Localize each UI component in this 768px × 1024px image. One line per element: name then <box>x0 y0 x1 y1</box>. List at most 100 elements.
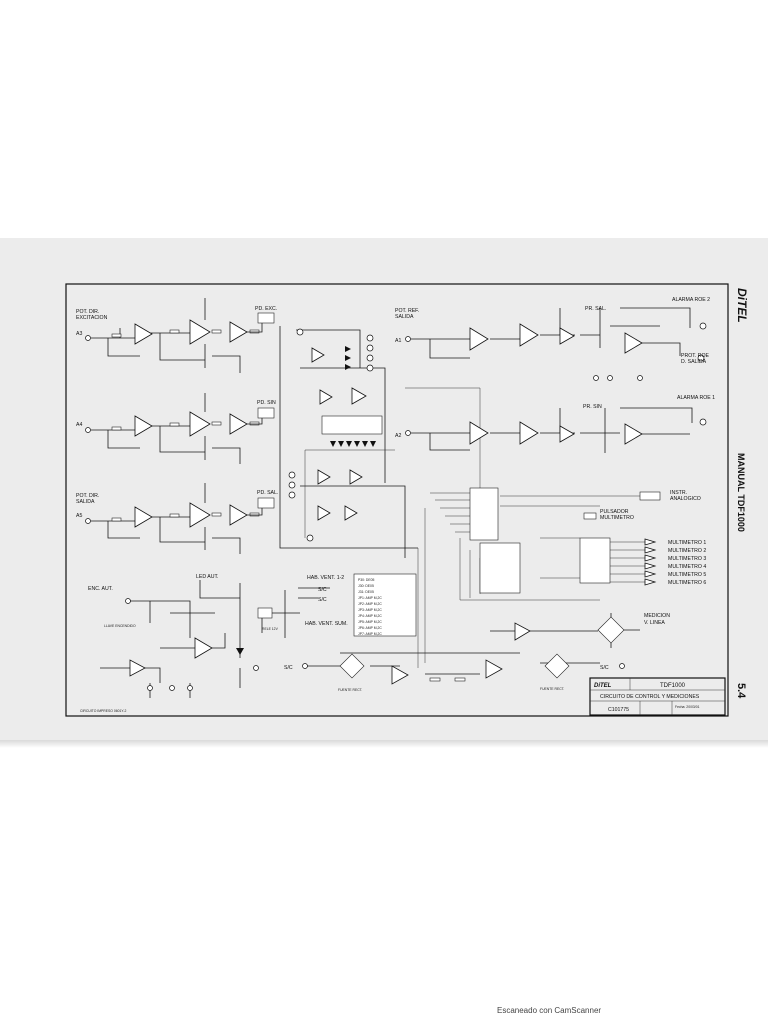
title-block-title: CIRCUITO DE CONTROL Y MEDICIONES <box>600 694 700 700</box>
input-a5-label: A5 <box>76 513 82 519</box>
label-pulsador-2: MULTIMETRO <box>600 515 634 521</box>
label-pr-sin: PR. SIN <box>583 404 602 410</box>
input-a2-label: A2 <box>395 433 401 439</box>
label-pd-sin: PD. SIN <box>257 400 276 406</box>
label-sc-1: S/C <box>318 587 327 593</box>
label-hab-vent-sum: HAB. VENT. SUM. <box>305 621 348 627</box>
label-prot-roe-1: PROT. ROE <box>681 353 709 359</box>
margin-brand: DiTEL MANUAL TDF1000 5.4 <box>735 288 749 699</box>
label-pd-exc: PD. EXC. <box>255 306 277 312</box>
medicion-block: MEDICION V. LINEA S/C <box>490 613 670 671</box>
jumper-row: JP7: AMP M,2C <box>358 632 382 636</box>
label-pot-ref-salida-2: SALIDA <box>395 314 414 320</box>
op-amp <box>189 411 211 437</box>
op-amp <box>129 659 146 677</box>
label-circuito-impreso: CIRCUITO IMPRESO 0601Y-2 <box>80 709 126 713</box>
label-pot-dir-salida-1: POT. DIR. <box>76 493 99 499</box>
title-block-code: C101775 <box>608 707 629 713</box>
ic-chip <box>469 487 499 541</box>
title-block-date: Fecha: 20/03/01 <box>675 705 700 709</box>
title-block: DiTEL TDF1000 CIRCUITO DE CONTROL Y MEDI… <box>589 677 726 716</box>
op-amp <box>469 327 489 351</box>
label-multimetro-5: MULTIMETRO 5 <box>668 572 706 578</box>
title-block-logo: DiTEL <box>594 683 612 689</box>
label-instr-analogico-1: INSTR. <box>670 490 687 496</box>
ic-chip <box>479 542 521 594</box>
center-section: HAB. VENT. 1-2 S/C S/C HAB. VENT. SUM. P… <box>279 326 600 692</box>
jumper-row: JP1: AMP M,2C <box>358 596 382 600</box>
op-amp <box>559 327 575 345</box>
input-a4-terminal <box>85 427 91 433</box>
jumper-row: JP2: AMP M,2C <box>358 602 382 606</box>
label-sc-3: S/C <box>284 665 293 671</box>
label-pot-dir-excitacion-1: POT. DIR. <box>76 309 99 315</box>
label-pd-sal: PD. SAL. <box>257 490 278 496</box>
scan-shadow <box>0 740 768 748</box>
op-amp <box>559 425 575 443</box>
op-amp <box>229 504 248 526</box>
label-pr-sal: PR. SAL. <box>585 306 606 312</box>
op-amp <box>189 502 211 528</box>
label-medicion-2: V. LINEA <box>644 620 665 626</box>
label-instr-analogico-2: ANALOGICO <box>670 496 701 502</box>
title-block-product: TDF1000 <box>660 683 686 689</box>
label-sc-right: S/C <box>600 665 609 671</box>
label-alarma-roe-1: ALARMA ROE 1 <box>677 395 715 401</box>
label-multimetro-6: MULTIMETRO 6 <box>668 580 706 586</box>
schematic-sheet: POT. DIR. EXCITACION A3 PD. EXC. A4 PD. <box>65 283 749 717</box>
label-pot-ref-salida-1: POT. REF. <box>395 308 419 314</box>
page-number: 5.4 <box>735 683 747 699</box>
enc-aut-terminal <box>125 598 131 604</box>
brand-logo: DiTEL <box>735 288 749 323</box>
op-amp <box>134 506 153 528</box>
input-a4-label: A4 <box>76 422 82 428</box>
op-amp <box>189 319 211 345</box>
ic-chip <box>579 537 611 584</box>
label-rele: RELE 12V <box>262 627 279 631</box>
label-fuente-rect-1: FUENTE RECT. <box>338 688 362 692</box>
label-llave-encendido: LLAVE ENCENDIDO <box>104 624 136 628</box>
manual-title: MANUAL TDF1000 <box>736 453 746 532</box>
input-a1-label: A1 <box>395 338 401 344</box>
label-pot-dir-salida-2: SALIDA <box>76 499 95 505</box>
left-section: POT. DIR. EXCITACION A3 PD. EXC. A4 PD. <box>76 298 300 713</box>
label-led-aut: LED AUT. <box>196 574 219 580</box>
scanner-footer: Escaneado con CamScanner <box>497 1006 602 1015</box>
power-supply-block: S/C FUENTE RECT. FUENTE RECT. <box>284 652 600 692</box>
op-amp <box>134 323 153 345</box>
right-section: POT. REF. SALIDA A1 PR. SAL. ALARMA ROE … <box>395 297 715 671</box>
label-fuente-rect-2: FUENTE RECT. <box>540 687 564 691</box>
label-prot-roe-2: D. SALIDA <box>681 359 707 365</box>
input-a3-terminal <box>85 335 91 341</box>
op-amp <box>624 332 643 354</box>
jumper-table: P30: DE05 J30: DE05 J31: DE05 JP1: AMP M… <box>353 573 417 637</box>
multimetro-block: MULTIMETRO 1 MULTIMETRO 2 MULTIMETRO 3 M… <box>540 537 706 586</box>
label-enc-aut: ENC. AUT. <box>88 586 113 592</box>
led-bar-array <box>288 415 395 542</box>
led-indicators <box>296 328 374 405</box>
label-pot-dir-excitacion-2: EXCITACION <box>76 315 108 321</box>
hab-vent-block: HAB. VENT. 1-2 S/C S/C HAB. VENT. SUM. <box>298 575 348 627</box>
label-pulsador-1: PULSADOR <box>600 509 629 515</box>
jumper-row: J31: DE05 <box>358 590 374 594</box>
op-amp <box>194 637 213 659</box>
jumper-row: JP6: AMP M,2C <box>358 626 382 630</box>
led-icon <box>236 648 244 655</box>
instr-analogico-block: INSTR. ANALOGICO PULSADOR MULTIMETRO <box>500 490 701 521</box>
op-amp <box>519 421 539 445</box>
input-a1-terminal <box>405 336 411 342</box>
jumper-row: JP3: AMP M,2C <box>358 608 382 612</box>
input-a5-terminal <box>85 518 91 524</box>
label-multimetro-1: MULTIMETRO 1 <box>668 540 706 546</box>
relay-coil <box>257 607 273 619</box>
op-amp <box>624 423 643 445</box>
jumper-row: JP5: AMP M,2C <box>358 620 382 624</box>
op-amp <box>229 413 248 435</box>
input-a3-label: A3 <box>76 331 82 337</box>
op-amp <box>134 415 153 437</box>
label-sc-2: S/C <box>318 597 327 603</box>
op-amp <box>469 421 489 445</box>
label-hab-vent: HAB. VENT. 1-2 <box>307 575 344 581</box>
label-alarma-roe-2: ALARMA ROE 2 <box>672 297 710 303</box>
bridge-rectifier <box>597 616 625 644</box>
